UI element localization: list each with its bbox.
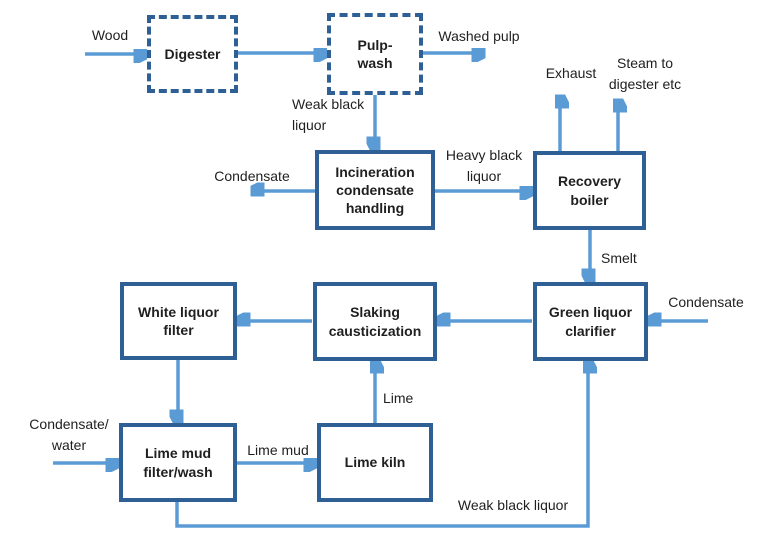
- flow-label-lime: Lime: [383, 390, 414, 406]
- box-white-liquor-filter-label: White liquor filter: [138, 303, 219, 338]
- box-lime-mud-filter-wash-label: Lime mud filter/wash: [143, 445, 213, 480]
- flow-label-exhaust: Exhaust: [545, 65, 597, 81]
- box-lime-mud-filter-wash: Lime mud filter/wash: [119, 423, 237, 502]
- box-digester: Digester: [147, 15, 238, 93]
- flow-label-washed-pulp: Washed pulp: [438, 28, 520, 44]
- arrow-weak-black-liquor-return: [175, 363, 588, 528]
- flow-label-smelt: Smelt: [601, 250, 637, 266]
- box-white-liquor-filter: White liquor filter: [120, 282, 237, 360]
- box-recovery-boiler: Recovery boiler: [533, 151, 646, 230]
- box-pulp-wash: Pulp- wash: [327, 13, 423, 95]
- box-pulp-wash-label: Pulp- wash: [357, 36, 393, 71]
- box-recovery-boiler-label: Recovery boiler: [557, 173, 622, 208]
- box-slaking-causticization-label: Slaking causticization: [328, 304, 422, 339]
- flow-label-wood: Wood: [91, 27, 129, 43]
- box-green-liquor-clarifier-label: Green liquor clarifier: [548, 304, 633, 339]
- flow-label-condensate-right: Condensate: [668, 294, 744, 310]
- box-incineration-condensate-handling: Incineration condensate handling: [315, 150, 435, 230]
- box-green-liquor-clarifier: Green liquor clarifier: [533, 282, 648, 361]
- flow-label-lime-mud: Lime mud: [247, 442, 309, 458]
- flow-label-condensate-left: Condensate: [214, 168, 290, 184]
- box-lime-kiln-label: Lime kiln: [344, 454, 406, 471]
- flow-label-steam-to-digester: Steam to digester etc: [608, 55, 682, 92]
- box-incineration-label: Incineration condensate handling: [335, 163, 415, 217]
- box-slaking-causticization: Slaking causticization: [313, 282, 437, 361]
- box-lime-kiln: Lime kiln: [317, 423, 433, 502]
- flow-label-weak-black-liquor-bottom: Weak black liquor: [457, 497, 569, 513]
- flow-label-weak-black-liquor-top: Weak black liquor: [292, 96, 365, 133]
- flow-label-condensate-water: Condensate/ water: [29, 416, 109, 453]
- flow-label-heavy-black-liquor: Heavy black liquor: [445, 147, 523, 184]
- box-digester-label: Digester: [164, 45, 221, 62]
